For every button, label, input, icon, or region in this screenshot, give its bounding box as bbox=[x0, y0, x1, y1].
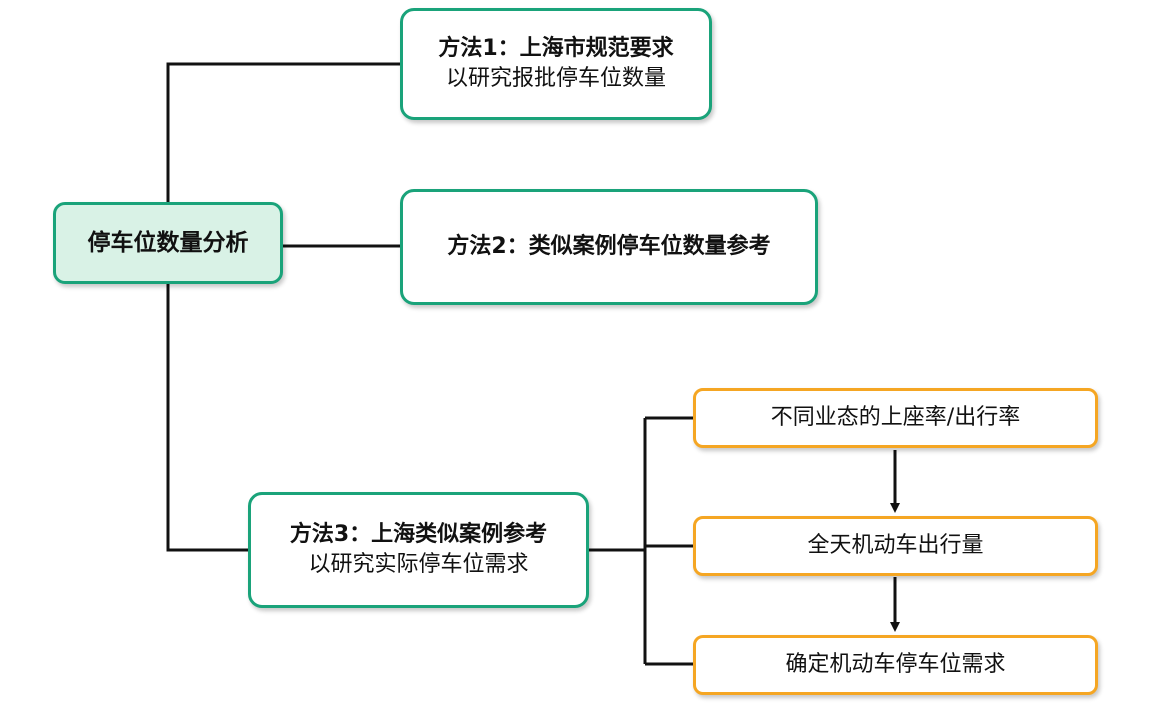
connector-root-method1 bbox=[166, 62, 400, 202]
method-3-title: 方法3：上海类似案例参考 bbox=[289, 522, 548, 547]
step-1-node: 不同业态的上座率/出行率 bbox=[693, 388, 1098, 448]
step-3-label: 确定机动车停车位需求 bbox=[785, 652, 1006, 677]
method-1-title: 方法1：上海市规范要求 bbox=[438, 36, 674, 61]
step-3-node: 确定机动车停车位需求 bbox=[693, 635, 1098, 695]
method-1-subtitle: 以研究报批停车位数量 bbox=[445, 66, 666, 91]
step-2-node: 全天机动车出行量 bbox=[693, 516, 1098, 576]
step-1-label: 不同业态的上座率/出行率 bbox=[770, 405, 1021, 430]
method-1-node: 方法1：上海市规范要求 以研究报批停车位数量 bbox=[400, 8, 712, 120]
method-2-node: 方法2：类似案例停车位数量参考 bbox=[400, 189, 818, 305]
root-label: 停车位数量分析 bbox=[87, 230, 249, 256]
method-3-subtitle: 以研究实际停车位需求 bbox=[308, 552, 529, 577]
method-3-node: 方法3：上海类似案例参考 以研究实际停车位需求 bbox=[248, 492, 589, 608]
method-2-title: 方法2：类似案例停车位数量参考 bbox=[447, 234, 771, 259]
root-node: 停车位数量分析 bbox=[53, 202, 283, 284]
step-2-label: 全天机动车出行量 bbox=[807, 533, 984, 558]
connector-root-method3 bbox=[166, 284, 248, 552]
